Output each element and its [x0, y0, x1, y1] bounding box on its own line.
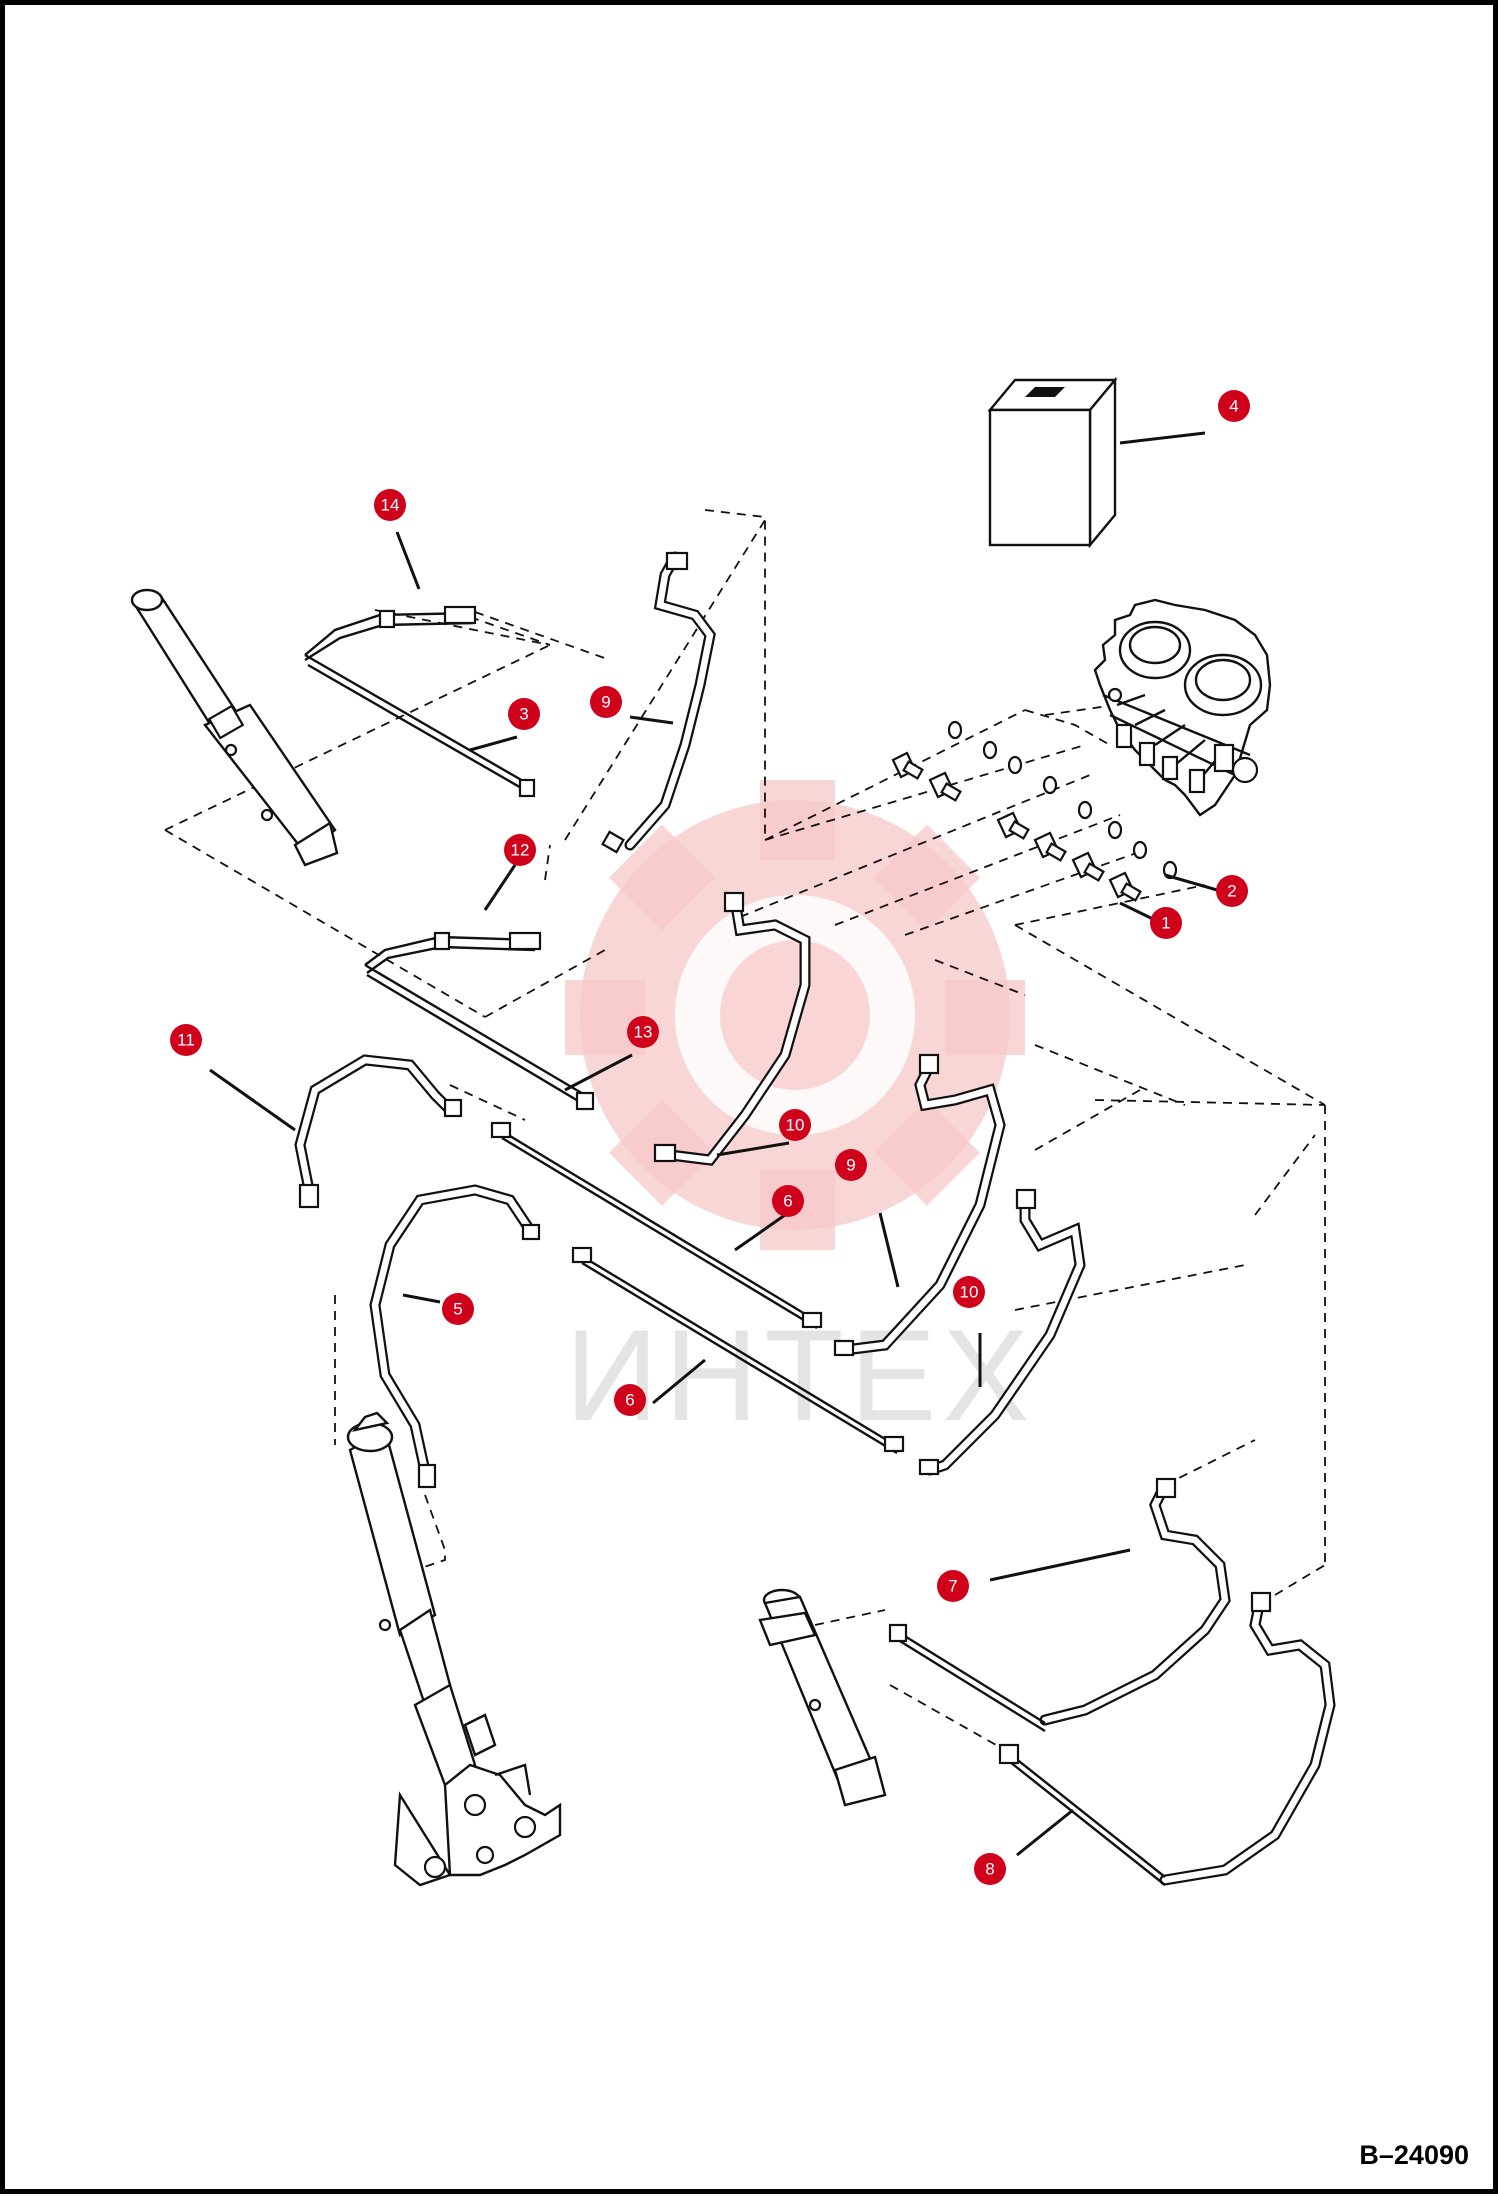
- svg-text:10: 10: [960, 1283, 979, 1302]
- rigid-lines-6: [490, 1121, 905, 1455]
- callout-8: 8: [974, 1853, 1006, 1885]
- drawing-code: B–24090: [1359, 2140, 1469, 2170]
- svg-text:2: 2: [1227, 882, 1236, 901]
- callout-9b: 9: [835, 1149, 867, 1181]
- callout-10a: 10: [779, 1109, 811, 1141]
- lift-cylinder-upper: [130, 588, 339, 867]
- svg-text:14: 14: [381, 496, 400, 515]
- svg-text:5: 5: [453, 1300, 462, 1319]
- callout-9a: 9: [590, 686, 622, 718]
- callout-6b: 6: [614, 1384, 646, 1416]
- svg-text:1: 1: [1161, 914, 1170, 933]
- assembly-dashed-lines: [164, 509, 1326, 1751]
- svg-text:10: 10: [786, 1116, 805, 1135]
- callout-2: 2: [1216, 875, 1248, 907]
- svg-text:6: 6: [625, 1391, 634, 1410]
- callout-10b: 10: [953, 1276, 985, 1308]
- svg-text:3: 3: [519, 705, 528, 724]
- hydraulic-parts-diagram: ИНТЕХ: [130, 376, 1336, 1887]
- hose-7: [888, 1477, 1231, 1733]
- svg-text:6: 6: [783, 1192, 792, 1211]
- svg-text:13: 13: [634, 1023, 653, 1042]
- hose-8: [998, 1591, 1336, 1886]
- hose-10-upper: [653, 891, 811, 1166]
- adapter-fittings: [891, 751, 1142, 902]
- hose-10-lower: [918, 1188, 1086, 1476]
- hose-9-lower: [833, 1053, 1006, 1357]
- boom-cylinder-lower: [346, 1411, 562, 1887]
- leader-lines: [209, 431, 1218, 1857]
- watermark-gear-logo: [565, 780, 1025, 1250]
- hose-11: [294, 1054, 463, 1209]
- callout-11: 11: [170, 1024, 202, 1056]
- o-rings: [947, 720, 1178, 880]
- svg-text:9: 9: [601, 693, 610, 712]
- svg-text:7: 7: [948, 1577, 957, 1596]
- callout-3: 3: [508, 698, 540, 730]
- hose-5: [369, 1184, 541, 1489]
- callout-1: 1: [1150, 907, 1182, 939]
- control-valve: [1093, 598, 1272, 817]
- svg-text:4: 4: [1229, 397, 1238, 416]
- box-kit: [987, 376, 1118, 549]
- tilt-cylinder-lower: [758, 1588, 887, 1807]
- callout-7: 7: [937, 1570, 969, 1602]
- callout-14: 14: [374, 489, 406, 521]
- line-12: [364, 931, 595, 1111]
- svg-text:8: 8: [985, 1860, 994, 1879]
- svg-text:9: 9: [846, 1156, 855, 1175]
- line-assembly-upper: [304, 605, 625, 854]
- callout-13: 13: [627, 1016, 659, 1048]
- callout-12: 12: [504, 834, 536, 866]
- watermark-text: ИНТЕХ: [565, 1302, 1035, 1448]
- callout-6a: 6: [772, 1185, 804, 1217]
- callout-5: 5: [442, 1293, 474, 1325]
- svg-text:12: 12: [511, 841, 530, 860]
- svg-text:11: 11: [177, 1031, 195, 1050]
- hose-9-upper: [624, 551, 716, 851]
- callout-4: 4: [1218, 390, 1250, 422]
